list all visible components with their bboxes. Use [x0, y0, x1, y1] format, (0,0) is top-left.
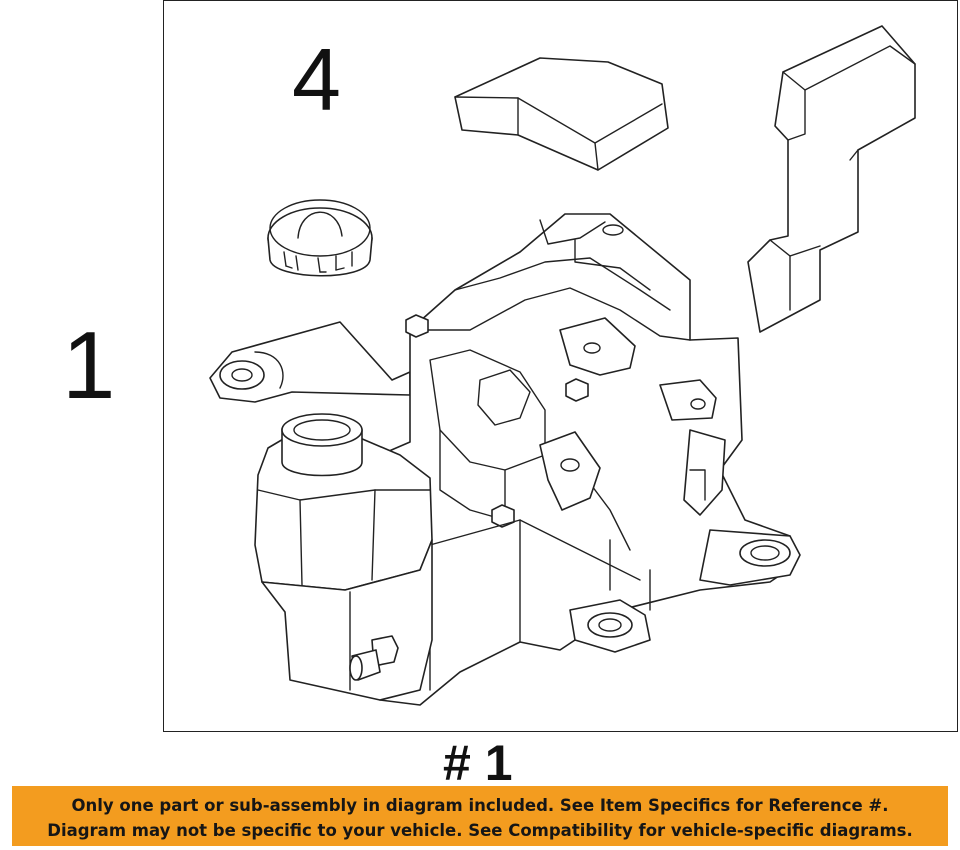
main-assembly-part — [209, 213, 801, 706]
parts-drawing — [209, 25, 916, 706]
foam-pad-part — [454, 57, 669, 171]
notice-line-1: Only one part or sub-assembly in diagram… — [71, 796, 889, 815]
reservoir-cap-part — [267, 199, 373, 277]
callout-part-1: 1 — [62, 312, 116, 419]
notice-banner: Only one part or sub-assembly in diagram… — [12, 786, 948, 846]
part-reference-label: # 1 — [443, 735, 513, 791]
bracket-part — [747, 25, 916, 333]
callout-part-4: 4 — [292, 30, 341, 129]
notice-line-2: Diagram may not be specific to your vehi… — [47, 821, 913, 840]
